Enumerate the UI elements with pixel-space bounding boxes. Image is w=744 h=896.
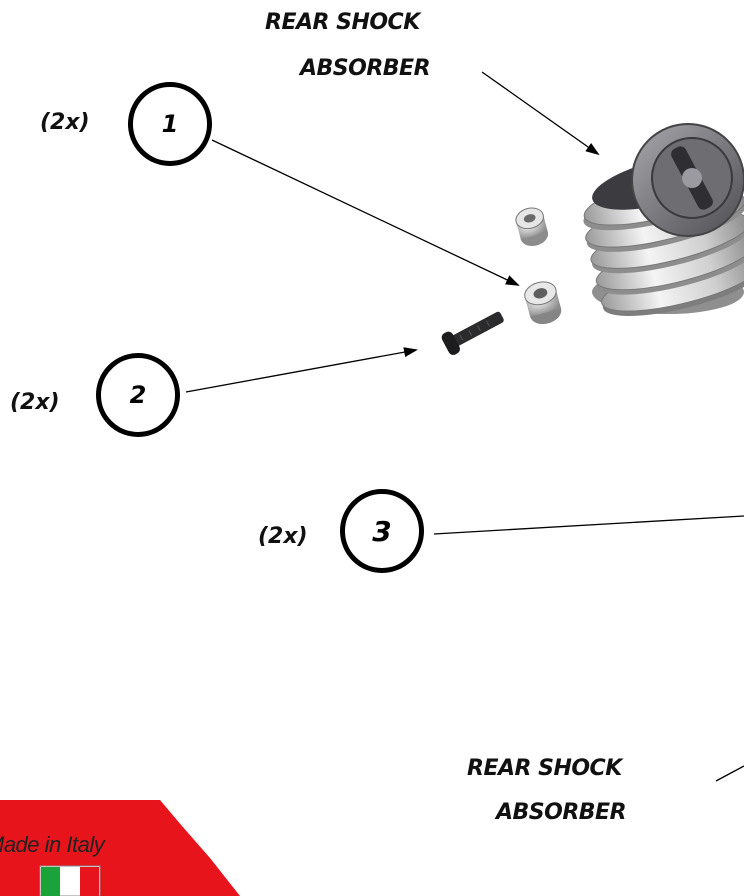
bolt-illustration	[441, 311, 504, 355]
part-3-number: 3	[372, 514, 392, 548]
part-3-callout-circle: 3	[340, 489, 424, 573]
part-2-callout-circle: 2	[96, 353, 180, 437]
leader-line-part-1	[211, 139, 520, 286]
shock-absorber-label-top-line2: ABSORBER	[300, 56, 431, 81]
part-1-number: 1	[161, 110, 179, 138]
part-2-number: 2	[129, 381, 147, 409]
leader-line-part-3	[433, 515, 744, 535]
part-2-quantity: (2x)	[10, 390, 60, 415]
shock-absorber-label-bottom-line2: ABSORBER	[496, 800, 627, 825]
part-1-callout-circle: 1	[128, 82, 212, 166]
bushing-illustration-lower	[524, 281, 562, 325]
part-3-quantity: (2x)	[258, 524, 308, 549]
made-in-italy-text: Made in Italy	[0, 832, 105, 857]
shock-absorber-label-top-line1: REAR SHOCK	[265, 10, 420, 35]
shock-absorber-label-bottom-line1: REAR SHOCK	[467, 756, 622, 781]
leader-line-shock-top	[481, 71, 600, 156]
part-1-quantity: (2x)	[40, 110, 90, 135]
rear-shock-absorber-illustration	[583, 123, 744, 316]
bushing-illustration-upper	[515, 207, 549, 247]
leader-line-part-2	[185, 347, 418, 393]
leader-line-shock-bottom	[715, 765, 744, 782]
